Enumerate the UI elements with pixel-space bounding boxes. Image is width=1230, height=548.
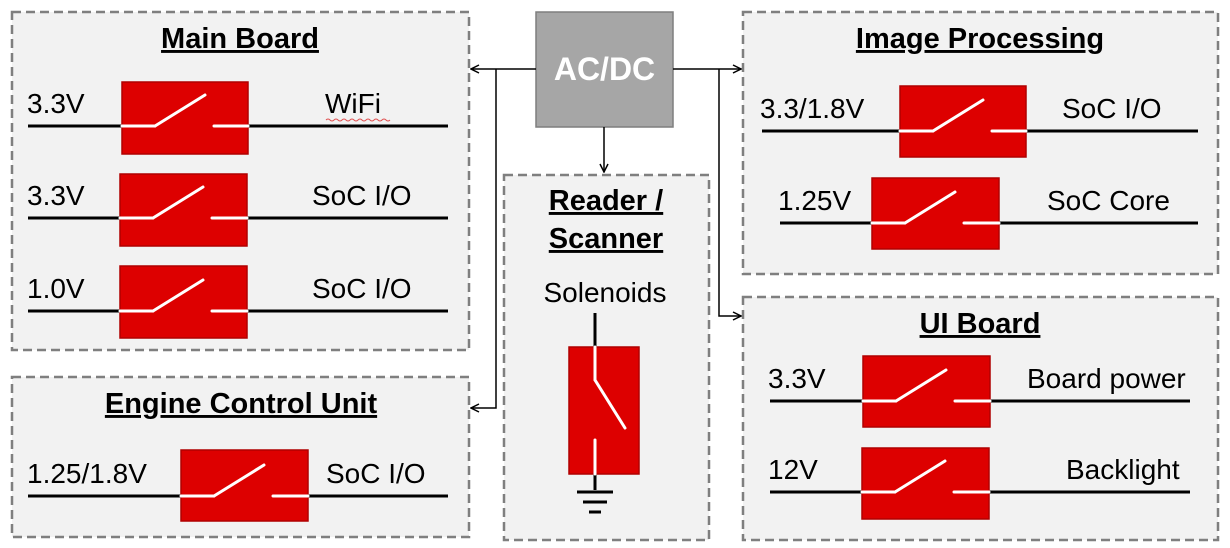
voltage-label: 1.0V: [27, 273, 85, 304]
load-label: SoC I/O: [326, 458, 426, 489]
load-switch-icon: [120, 81, 250, 155]
ui-board-title: UI Board: [920, 308, 1041, 340]
solenoid-switch: [568, 313, 640, 514]
main-board-title: Main Board: [161, 23, 319, 55]
voltage-label: 3.3V: [27, 180, 85, 211]
load-label: WiFi: [325, 88, 381, 119]
voltage-label: 3.3V: [27, 88, 85, 119]
ground-icon: [577, 490, 613, 514]
image-processing-row-2: 1.25V SoC Core: [778, 177, 1198, 250]
load-label: Board power: [1027, 363, 1186, 394]
image-processing-row-1: 3.3/1.8V SoC I/O: [760, 85, 1198, 158]
acdc-converter: AC/DC: [535, 11, 674, 128]
load-switch-icon: [898, 85, 1028, 158]
image-processing-title: Image Processing: [856, 23, 1104, 55]
voltage-label: 3.3V: [768, 363, 826, 394]
ui-board-row-2: 12V Backlight: [768, 447, 1190, 520]
acdc-label: AC/DC: [554, 51, 655, 87]
engine-control-row-1: 1.25/1.8V SoC I/O: [27, 449, 448, 522]
voltage-label: 1.25V: [778, 185, 851, 216]
ui-board-row-1: 3.3V Board power: [768, 355, 1190, 428]
load-label: SoC I/O: [1062, 93, 1162, 124]
voltage-label: 12V: [768, 454, 818, 485]
load-label: SoC I/O: [312, 273, 412, 304]
spellcheck-underline: [325, 118, 391, 122]
load-label: SoC I/O: [312, 180, 412, 211]
load-label: SoC Core: [1047, 185, 1170, 216]
arrow-to-ui-board: [718, 69, 741, 316]
load-switch-icon: [568, 345, 640, 476]
main-board-row-1: 3.3V WiFi: [27, 81, 448, 155]
load-switch-icon: [118, 173, 249, 247]
power-connectors: [471, 69, 741, 408]
reader-scanner-title-line-1: Reader /: [549, 185, 663, 217]
engine-control-unit-title: Engine Control Unit: [105, 388, 378, 420]
load-label: Backlight: [1066, 454, 1180, 485]
arrow-to-engine-control-unit: [471, 69, 497, 408]
reader-scanner-title-line-2: Scanner: [549, 223, 663, 255]
voltage-label: 1.25/1.8V: [27, 458, 147, 489]
load-switch-icon: [179, 449, 310, 522]
main-board-row-2: 3.3V SoC I/O: [27, 173, 448, 247]
load-switch-icon: [870, 177, 1001, 250]
voltage-label: 3.3/1.8V: [760, 93, 865, 124]
solenoids-label: Solenoids: [544, 277, 667, 308]
load-switch-icon: [118, 265, 249, 339]
main-board-row-3: 1.0V SoC I/O: [27, 265, 448, 339]
load-switch-icon: [861, 355, 992, 428]
load-switch-icon: [860, 447, 991, 520]
